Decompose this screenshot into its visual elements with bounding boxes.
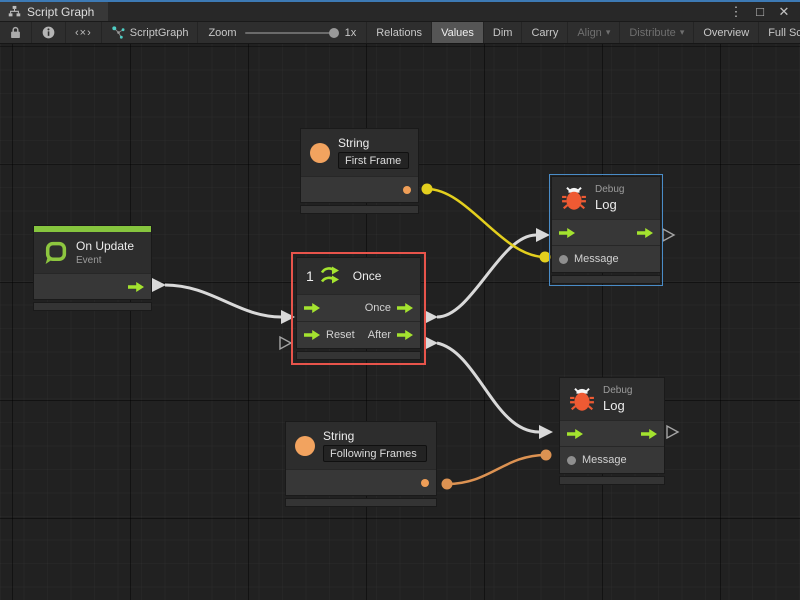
chevron-down-icon: ▾ <box>679 27 685 37</box>
distribute-button[interactable]: Distribute ▾ <box>620 22 695 43</box>
node-title: On Update <box>76 239 135 253</box>
info-button[interactable] <box>32 22 66 43</box>
zoom-slider-handle[interactable] <box>328 27 339 38</box>
node-title: Log <box>603 398 625 413</box>
node-footer <box>33 302 152 311</box>
lock-icon <box>11 26 20 38</box>
flow-output-port[interactable] <box>128 281 144 292</box>
relations-button[interactable]: Relations <box>367 22 433 43</box>
node-string-bottom[interactable]: String <box>285 421 437 507</box>
graph-tab-icon <box>8 5 21 17</box>
port-label: After <box>367 329 391 341</box>
flow-output-port[interactable] <box>637 227 653 238</box>
tab-script-graph[interactable]: Script Graph <box>0 2 109 21</box>
flow-input-port[interactable] <box>304 303 320 313</box>
carry-label: Carry <box>531 26 559 39</box>
window-focus-line <box>0 0 800 2</box>
overview-label: Overview <box>703 26 750 39</box>
distribute-label: Distribute <box>629 26 676 39</box>
breadcrumb[interactable]: ‹×› <box>66 22 102 43</box>
node-title: Once <box>352 269 382 283</box>
node-kind: Debug <box>595 184 625 195</box>
dim-label: Dim <box>492 26 513 39</box>
message-input-port[interactable] <box>559 254 568 264</box>
zoom-control: Zoom 1x <box>198 22 368 43</box>
node-debug-log-bottom[interactable]: Debug Log Message <box>559 377 665 485</box>
bug-icon <box>570 388 594 411</box>
node-footer <box>296 351 421 360</box>
dim-button[interactable]: Dim <box>484 22 523 43</box>
tab-bar: Script Graph ⋮ □ ✕ <box>0 2 800 22</box>
scriptgraph-icon <box>112 26 125 39</box>
string-type-icon <box>295 435 315 456</box>
graph-reference[interactable]: ScriptGraph <box>102 22 199 43</box>
maximize-icon[interactable]: □ <box>756 3 764 19</box>
zoom-slider[interactable] <box>244 27 339 38</box>
close-icon[interactable]: ✕ <box>778 3 790 19</box>
message-input-port[interactable] <box>567 455 576 465</box>
port-label: Message <box>582 454 627 466</box>
port-label: Reset <box>326 329 355 341</box>
node-once[interactable]: 1 Once Once <box>291 252 426 365</box>
zoom-value: 1x <box>344 26 357 39</box>
full-screen-label: Full Screen <box>768 26 800 39</box>
bug-icon <box>562 187 586 210</box>
window-menu-icon[interactable]: ⋮ <box>729 3 743 19</box>
info-icon <box>42 26 55 39</box>
align-label: Align <box>577 26 602 39</box>
node-string-top[interactable]: String <box>300 128 419 214</box>
node-title: String <box>323 429 355 443</box>
once-count-badge: 1 <box>306 268 314 284</box>
node-kind: Debug <box>603 385 633 396</box>
chevron-down-icon: ▾ <box>605 27 611 37</box>
string-value-input[interactable] <box>323 445 427 462</box>
node-footer <box>559 476 665 485</box>
port-label: Once <box>364 302 391 314</box>
flow-output-port[interactable] <box>641 428 657 439</box>
port-label: Message <box>574 253 619 265</box>
full-screen-button[interactable]: Full Screen <box>759 22 800 43</box>
event-accent-bar <box>34 226 151 232</box>
once-cycle-icon <box>320 266 339 284</box>
node-subtitle: Event <box>76 255 102 266</box>
carry-button[interactable]: Carry <box>522 22 569 43</box>
once-output-port[interactable] <box>397 303 413 313</box>
values-label: Values <box>441 26 474 39</box>
window-controls: ⋮ □ ✕ <box>726 2 800 21</box>
flow-input-port[interactable] <box>559 227 575 238</box>
node-footer <box>300 205 419 214</box>
align-button[interactable]: Align ▾ <box>568 22 621 43</box>
lock-button[interactable] <box>0 22 32 43</box>
node-footer <box>551 275 661 284</box>
tab-title: Script Graph <box>27 4 95 19</box>
after-output-port[interactable] <box>397 330 413 340</box>
node-on-update[interactable]: On Update Event <box>33 225 152 311</box>
relations-label: Relations <box>376 26 423 39</box>
zoom-label: Zoom <box>208 26 237 39</box>
on-update-loop-icon <box>45 241 67 264</box>
graph-name: ScriptGraph <box>129 26 189 39</box>
node-title: Log <box>595 197 617 212</box>
flow-input-port[interactable] <box>567 428 583 439</box>
value-output-port[interactable] <box>403 185 411 194</box>
node-title: String <box>338 136 370 150</box>
node-debug-log-top[interactable]: Debug Log Message <box>549 174 663 286</box>
value-output-port[interactable] <box>421 478 429 487</box>
values-button[interactable]: Values <box>432 22 484 43</box>
node-footer <box>285 498 437 507</box>
string-type-icon <box>310 142 330 163</box>
overview-button[interactable]: Overview <box>694 22 760 43</box>
string-value-input[interactable] <box>338 152 409 169</box>
graph-toolbar: ‹×› ScriptGraph Zoom 1x Relations Values <box>0 22 800 44</box>
reset-input-port[interactable] <box>304 330 320 340</box>
